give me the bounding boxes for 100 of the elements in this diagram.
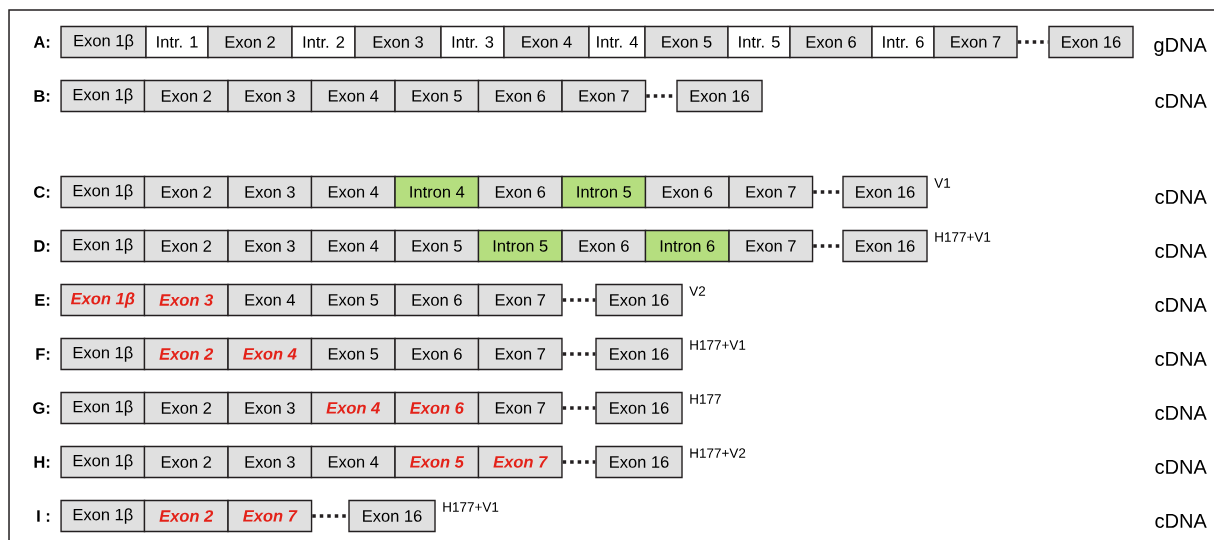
exon-box: Exon 2	[143, 445, 229, 479]
exon-box: Exon 4	[310, 175, 396, 209]
dna-type-label: cDNA	[1155, 406, 1207, 420]
exon-box: Exon 3	[143, 283, 229, 317]
exon-box: Exon 16	[842, 175, 928, 209]
exon-box: Exon 3	[227, 175, 313, 209]
exon-box: Exon 1β	[60, 25, 147, 59]
exon-box: Exon 6	[644, 175, 730, 209]
exon-box: Exon 7	[477, 445, 563, 479]
exon-box: Exon 7	[227, 499, 313, 533]
variant-label: H177+V1	[443, 502, 499, 512]
row-letter: D:	[34, 240, 50, 252]
exon-box: Exon 7	[561, 79, 647, 113]
variant-label: H177+V1	[935, 232, 991, 242]
intron-box: Intr. 2	[291, 25, 356, 59]
exon-box: Exon 1β	[60, 499, 146, 533]
intron-box: Intr. 1	[145, 25, 209, 59]
exon-box: Exon 3	[354, 25, 442, 59]
exon-box: Exon 3	[227, 445, 313, 479]
variant-label: V1	[934, 178, 951, 188]
exon-box: Exon 16	[676, 79, 763, 113]
exon-box: Exon 4	[227, 337, 313, 371]
exon-box: Exon 6	[394, 283, 480, 317]
intron-box: Intr. 6	[871, 25, 935, 59]
exon-box: Exon 4	[310, 391, 396, 425]
exon-box: Exon 7	[933, 25, 1018, 59]
exon-box: Exon 3	[227, 79, 313, 113]
intron-box: Intr. 3	[440, 25, 505, 59]
row-letter: C:	[34, 186, 50, 198]
exon-box: Exon 6	[789, 25, 873, 59]
exon-box: Exon 7	[477, 283, 563, 317]
dna-type-label: cDNA	[1155, 460, 1207, 474]
row-letter: I :	[37, 510, 50, 522]
row-letter: A:	[33, 36, 50, 48]
row-letter: E:	[35, 294, 50, 306]
exon-box: Exon 1β	[60, 445, 146, 479]
variant-label: H177+V2	[690, 448, 746, 458]
dna-type-label: cDNA	[1155, 94, 1207, 108]
exon-box: Exon 16	[348, 499, 436, 533]
exon-box: Exon 6	[561, 229, 647, 263]
variant-label: V2	[689, 286, 706, 296]
exon-box: Exon 7	[477, 391, 563, 425]
exon-box: Exon 2	[143, 337, 229, 371]
exon-box: Exon 7	[477, 337, 563, 371]
variant-label: H177+V1	[690, 340, 746, 350]
row-letter: F:	[36, 348, 50, 360]
exon-box: Exon 16	[595, 391, 683, 425]
retained-intron-box: Intron 6	[644, 229, 730, 263]
dna-type-label: cDNA	[1155, 244, 1207, 258]
row-letter: G:	[33, 402, 50, 414]
intron-box: Intr. 5	[727, 25, 791, 59]
exon-box: Exon 4	[310, 445, 396, 479]
dotted-connector	[562, 406, 596, 410]
exon-box: Exon 6	[394, 391, 480, 425]
row-letter: B:	[34, 90, 50, 102]
exon-box: Exon 5	[644, 25, 729, 59]
variant-label: H177	[690, 394, 721, 404]
exon-box: Exon 2	[143, 229, 229, 263]
exon-box: Exon 16	[1048, 25, 1134, 59]
exon-box: Exon 4	[310, 229, 396, 263]
exon-box: Exon 6	[477, 79, 563, 113]
dna-type-label: gDNA	[1154, 38, 1207, 56]
exon-box: Exon 5	[310, 283, 396, 317]
exon-box: Exon 16	[595, 337, 683, 371]
exon-box: Exon 4	[503, 25, 590, 59]
exon-box: Exon 5	[394, 79, 480, 113]
dna-type-label: cDNA	[1155, 298, 1207, 312]
exon-box: Exon 7	[728, 229, 814, 263]
retained-intron-box: Intron 5	[477, 229, 563, 263]
exon-box: Exon 1β	[60, 283, 146, 317]
exon-box: Exon 5	[394, 445, 480, 479]
row-letter: H:	[34, 456, 50, 468]
exon-box: Exon 4	[227, 283, 313, 317]
exon-box: Exon 1β	[60, 337, 146, 371]
retained-intron-box: Intron 5	[561, 175, 647, 209]
exon-box: Exon 2	[143, 391, 229, 425]
exon-box: Exon 1β	[60, 175, 146, 209]
dna-type-label: cDNA	[1155, 514, 1207, 528]
intron-box: Intr. 4	[588, 25, 646, 59]
dna-type-label: cDNA	[1155, 352, 1207, 366]
exon-box: Exon 6	[477, 175, 563, 209]
exon-box: Exon 16	[595, 283, 683, 317]
exon-box: Exon 3	[227, 229, 313, 263]
exon-box: Exon 1β	[60, 229, 146, 263]
dotted-connector	[562, 298, 596, 302]
exon-box: Exon 2	[143, 175, 229, 209]
exon-box: Exon 1β	[60, 79, 146, 113]
exon-box: Exon 1β	[60, 391, 146, 425]
dotted-connector	[562, 352, 596, 356]
exon-box: Exon 6	[394, 337, 480, 371]
dotted-connector	[312, 514, 349, 518]
exon-box: Exon 3	[227, 391, 313, 425]
exon-box: Exon 5	[310, 337, 396, 371]
exon-box: Exon 16	[842, 229, 928, 263]
exon-box: Exon 2	[207, 25, 293, 59]
dna-type-label: cDNA	[1155, 190, 1207, 204]
exon-box: Exon 2	[143, 79, 229, 113]
retained-intron-box: Intron 4	[394, 175, 480, 209]
dotted-connector	[562, 460, 596, 464]
exon-box: Exon 5	[394, 229, 480, 263]
